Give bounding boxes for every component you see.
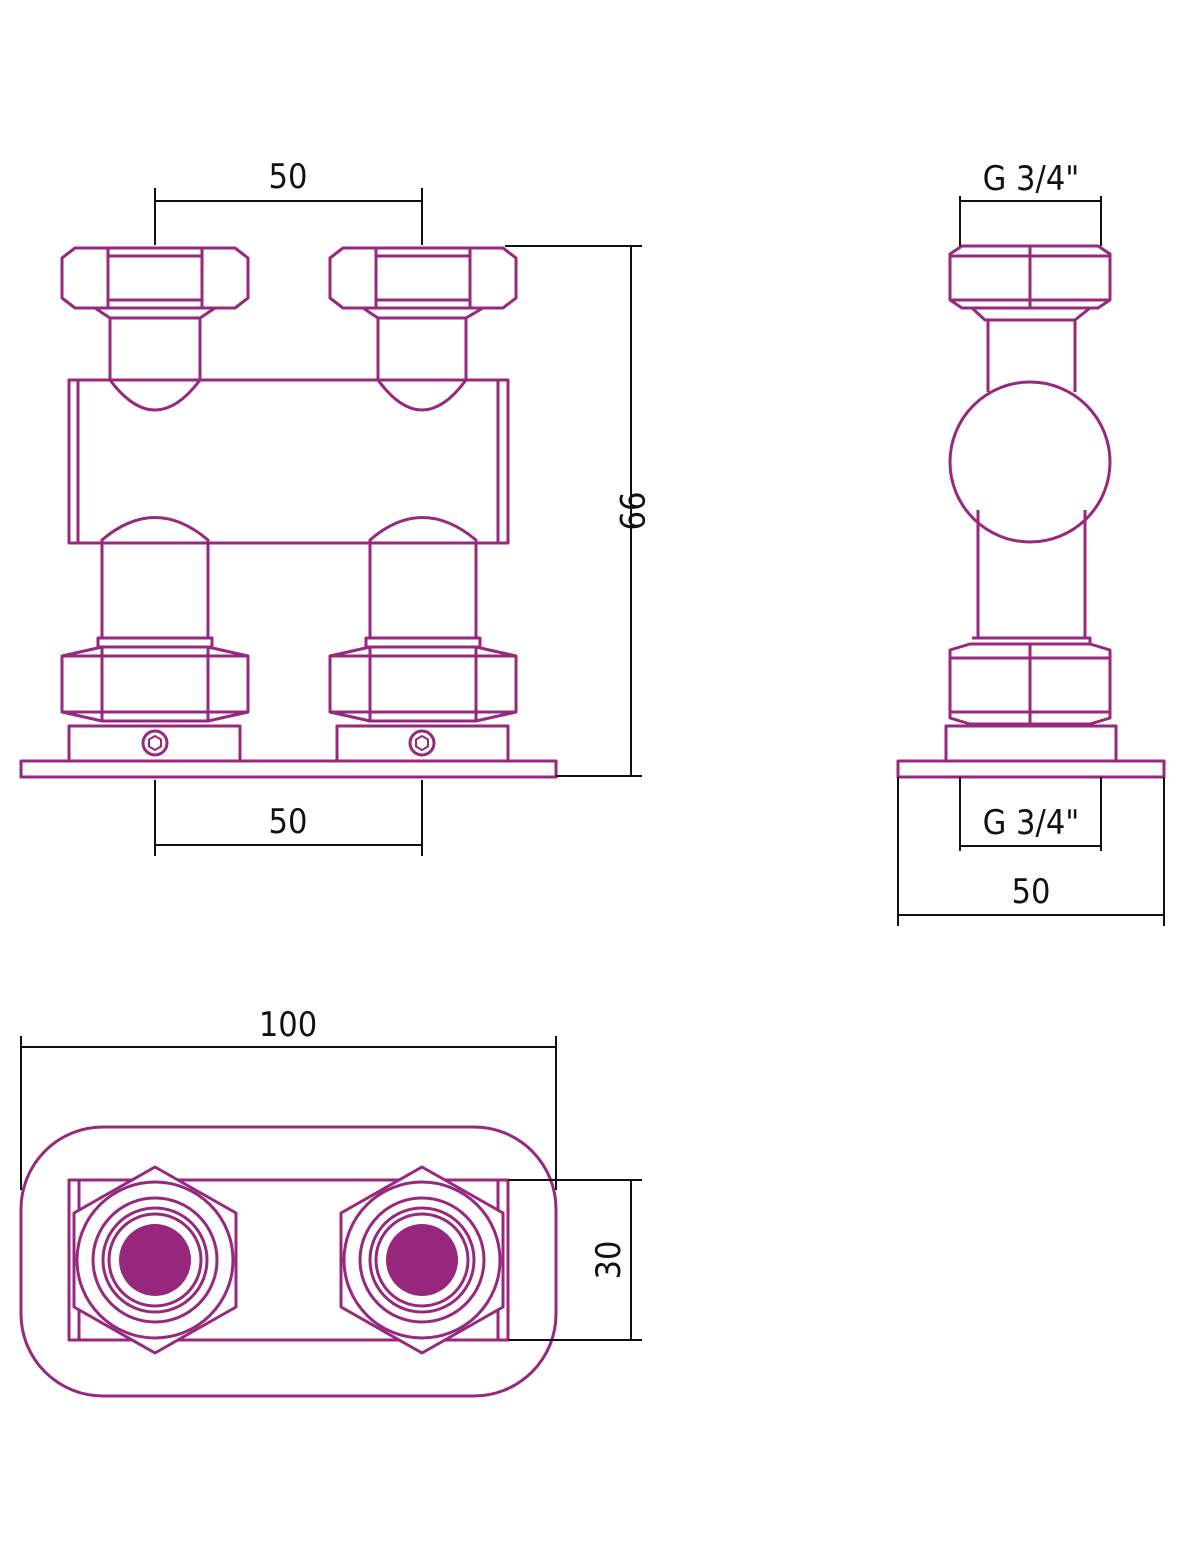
side-dimensions xyxy=(897,196,1165,926)
side-lower-stem xyxy=(972,510,1092,646)
top-length-label: 100 xyxy=(259,1005,317,1045)
front-body xyxy=(67,378,510,545)
side-base-plate xyxy=(896,759,1166,779)
side-spacer xyxy=(944,724,1118,763)
top-cover-plate xyxy=(19,1125,558,1398)
front-dimensions xyxy=(154,188,642,856)
port-right-icon xyxy=(386,1224,458,1296)
front-base-plate xyxy=(19,759,558,779)
side-bottom-nut xyxy=(948,642,1112,726)
side-upper-stem xyxy=(986,320,1077,392)
front-upper-stem-right xyxy=(376,318,468,412)
front-bottom-nut-left xyxy=(60,645,250,723)
front-top-nut-left xyxy=(60,246,250,310)
top-dimensions xyxy=(20,1036,642,1341)
side-bottom-thread-label: G 3/4" xyxy=(983,803,1080,843)
front-height-label: 99 xyxy=(611,492,651,531)
front-bottom-spacing-label: 50 xyxy=(269,802,308,842)
front-top-spacing-label: 50 xyxy=(269,157,308,197)
front-upper-stem-left xyxy=(108,318,202,412)
hex-socket-left-icon xyxy=(141,729,169,757)
port-left-icon xyxy=(119,1224,191,1296)
hex-socket-right-icon xyxy=(408,729,436,757)
top-body xyxy=(67,1178,510,1342)
side-top-nut xyxy=(948,244,1112,310)
front-view xyxy=(19,246,558,779)
side-width-label: 50 xyxy=(1012,872,1051,912)
side-top-thread-label: G 3/4" xyxy=(983,159,1080,199)
front-spacer-left xyxy=(67,724,242,763)
side-view xyxy=(896,244,1166,779)
side-body-ball xyxy=(948,380,1112,544)
front-lower-stem-left xyxy=(96,516,214,649)
front-bottom-nut-right xyxy=(328,645,518,723)
top-view xyxy=(19,1125,558,1398)
front-top-nut-right xyxy=(328,246,518,310)
front-spacer-right xyxy=(335,724,510,763)
top-depth-label: 30 xyxy=(589,1241,629,1280)
front-lower-stem-right xyxy=(364,516,482,649)
